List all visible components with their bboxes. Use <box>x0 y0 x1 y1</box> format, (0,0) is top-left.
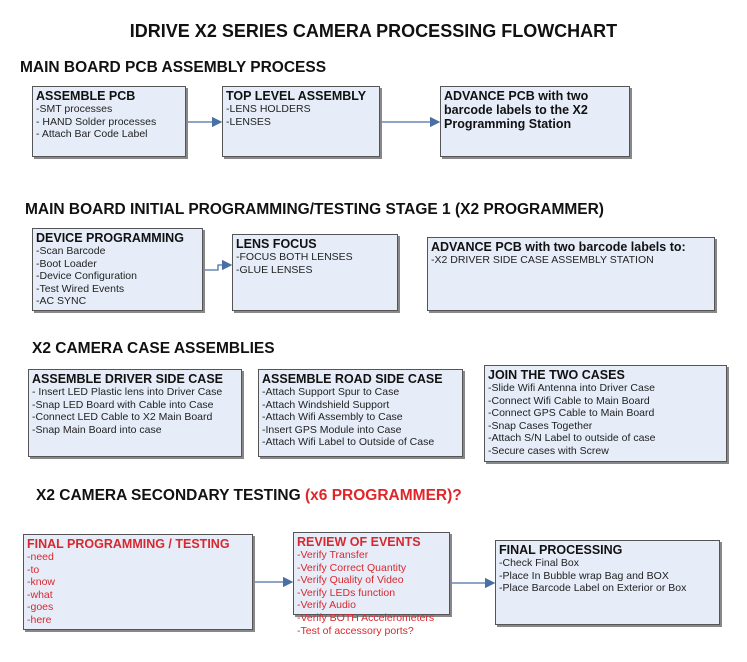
box-title: DEVICE PROGRAMMING <box>36 231 184 245</box>
box-item: -Attach Wifi Assembly to Case <box>262 411 403 424</box>
box-item: -Secure cases with Screw <box>488 444 609 457</box>
box-final-programming-testing: FINAL PROGRAMMING / TESTING-need-to-know… <box>23 534 253 630</box>
box-title: TOP LEVEL ASSEMBLY <box>226 89 367 103</box>
box-item: - HAND Solder processes <box>36 115 157 128</box>
box-title: ASSEMBLE DRIVER SIDE CASE <box>32 372 224 386</box>
box-item: -Verify LEDs function <box>297 586 396 599</box>
box-assemble-driver-side-case: ASSEMBLE DRIVER SIDE CASE- Insert LED Pl… <box>28 369 242 457</box>
box-item: -need <box>27 551 54 563</box>
box-item: -Connect Wifi Cable to Main Board <box>488 394 650 407</box>
box-advance-pcb-driver-side: ADVANCE PCB with two barcode labels to:-… <box>427 237 715 311</box>
box-join-two-cases: JOIN THE TWO CASES-Slide Wifi Antenna in… <box>484 365 727 462</box>
flowchart-title: IDRIVE X2 SERIES CAMERA PROCESSING FLOWC… <box>129 21 618 41</box>
box-title: ASSEMBLE PCB <box>36 89 136 103</box>
box-item: -GLUE LENSES <box>236 263 313 276</box>
box-title: LENS FOCUS <box>236 237 317 251</box>
section-heading-pcb-assembly: MAIN BOARD PCB ASSEMBLY PROCESS <box>20 59 327 76</box>
box-review-of-events: REVIEW OF EVENTS-Verify Transfer-Verify … <box>293 532 450 637</box>
box-item: -to <box>27 563 40 576</box>
box-item: -Verify Audio <box>297 599 356 612</box>
box-device-programming: DEVICE PROGRAMMING-Scan Barcode-Boot Loa… <box>32 228 203 311</box>
box-item: -Attach Wifi Label to Outside of Case <box>262 436 435 449</box>
section-heading-initial-programming: MAIN BOARD INITIAL PROGRAMMING/TESTING S… <box>25 201 604 218</box>
box-item: -Scan Barcode <box>36 245 106 257</box>
arrow-device-prog-to-lens-focus <box>203 259 233 271</box>
box-item: -Test of accessory ports? <box>297 624 414 637</box>
box-item: -here <box>27 613 52 626</box>
box-item: -Attach Support Spur to Case <box>262 386 400 398</box>
section-heading-secondary-testing: X2 CAMERA SECONDARY TESTING (x6 PROGRAMM… <box>36 487 462 505</box>
box-title: REVIEW OF EVENTS <box>297 535 421 549</box>
section-heading-case-assemblies: X2 CAMERA CASE ASSEMBLIES <box>32 340 275 357</box>
box-item: -X2 DRIVER SIDE CASE ASSEMBLY STATION <box>431 254 654 266</box>
box-lens-focus: LENS FOCUS-FOCUS BOTH LENSES-GLUE LENSES <box>232 234 398 311</box>
box-item: -Check Final Box <box>499 557 579 569</box>
box-item: -Verify Correct Quantity <box>297 561 407 574</box>
box-item: -what <box>27 588 53 601</box>
box-item: -goes <box>27 601 54 614</box>
box-item: -Place In Bubble wrap Bag and BOX <box>499 569 669 582</box>
box-item: -LENSES <box>226 115 271 128</box>
box-item: -Snap Cases Together <box>488 419 593 432</box>
box-item: -FOCUS BOTH LENSES <box>236 251 353 263</box>
box-item: -LENS HOLDERS <box>226 103 311 115</box>
box-item: - Insert LED Plastic lens into Driver Ca… <box>32 386 223 398</box>
box-item: -Connect GPS Cable to Main Board <box>488 407 655 420</box>
box-item: -Verify Quality of Video <box>297 574 404 587</box>
box-item: -Slide Wifi Antenna into Driver Case <box>488 382 655 394</box>
box-title: ASSEMBLE ROAD SIDE CASE <box>262 372 443 386</box>
box-item: -Test Wired Events <box>36 282 125 295</box>
box-item: - Attach Bar Code Label <box>36 128 148 141</box>
box-item: -Verify Transfer <box>297 549 369 561</box>
box-title: JOIN THE TWO CASES <box>488 368 625 382</box>
box-item: -SMT processes <box>36 103 113 115</box>
box-title: FINAL PROGRAMMING / TESTING <box>27 537 230 551</box>
box-item: -Snap Main Board into case <box>32 423 162 436</box>
box-item: -Snap LED Board with Cable into Case <box>32 398 214 411</box>
box-item: -Insert GPS Module into Case <box>262 423 402 436</box>
box-item: -Verify BOTH Accelerometers <box>297 611 435 624</box>
box-item: -know <box>27 576 56 589</box>
heading-text: X2 CAMERA SECONDARY TESTING <box>36 487 305 504</box>
box-item: -AC SYNC <box>36 295 87 308</box>
box-title: ADVANCE PCB with two barcode labels to t… <box>444 89 589 131</box>
box-title: ADVANCE PCB with two barcode labels to: <box>431 240 686 254</box>
box-item: -Place Barcode Label on Exterior or Box <box>499 582 687 595</box>
box-item: -Device Configuration <box>36 270 137 283</box>
box-top-level-assembly: TOP LEVEL ASSEMBLY-LENS HOLDERS-LENSES <box>222 86 380 157</box>
box-final-processing: FINAL PROCESSING -Check Final Box-Place … <box>495 540 720 625</box>
box-item: -Attach Windshield Support <box>262 398 390 411</box>
box-item: -Connect LED Cable to X2 Main Board <box>32 411 213 424</box>
box-item: -Boot Loader <box>36 257 97 270</box>
box-assemble-pcb: ASSEMBLE PCB -SMT processes - HAND Solde… <box>32 86 186 157</box>
box-title: FINAL PROCESSING <box>499 543 623 557</box>
box-advance-pcb-programming: ADVANCE PCB with two barcode labels to t… <box>440 86 630 157</box>
heading-red-text: (x6 PROGRAMMER)? <box>305 487 462 504</box>
box-item: -Attach S/N Label to outside of case <box>488 432 656 445</box>
box-assemble-road-side-case: ASSEMBLE ROAD SIDE CASE-Attach Support S… <box>258 369 463 457</box>
